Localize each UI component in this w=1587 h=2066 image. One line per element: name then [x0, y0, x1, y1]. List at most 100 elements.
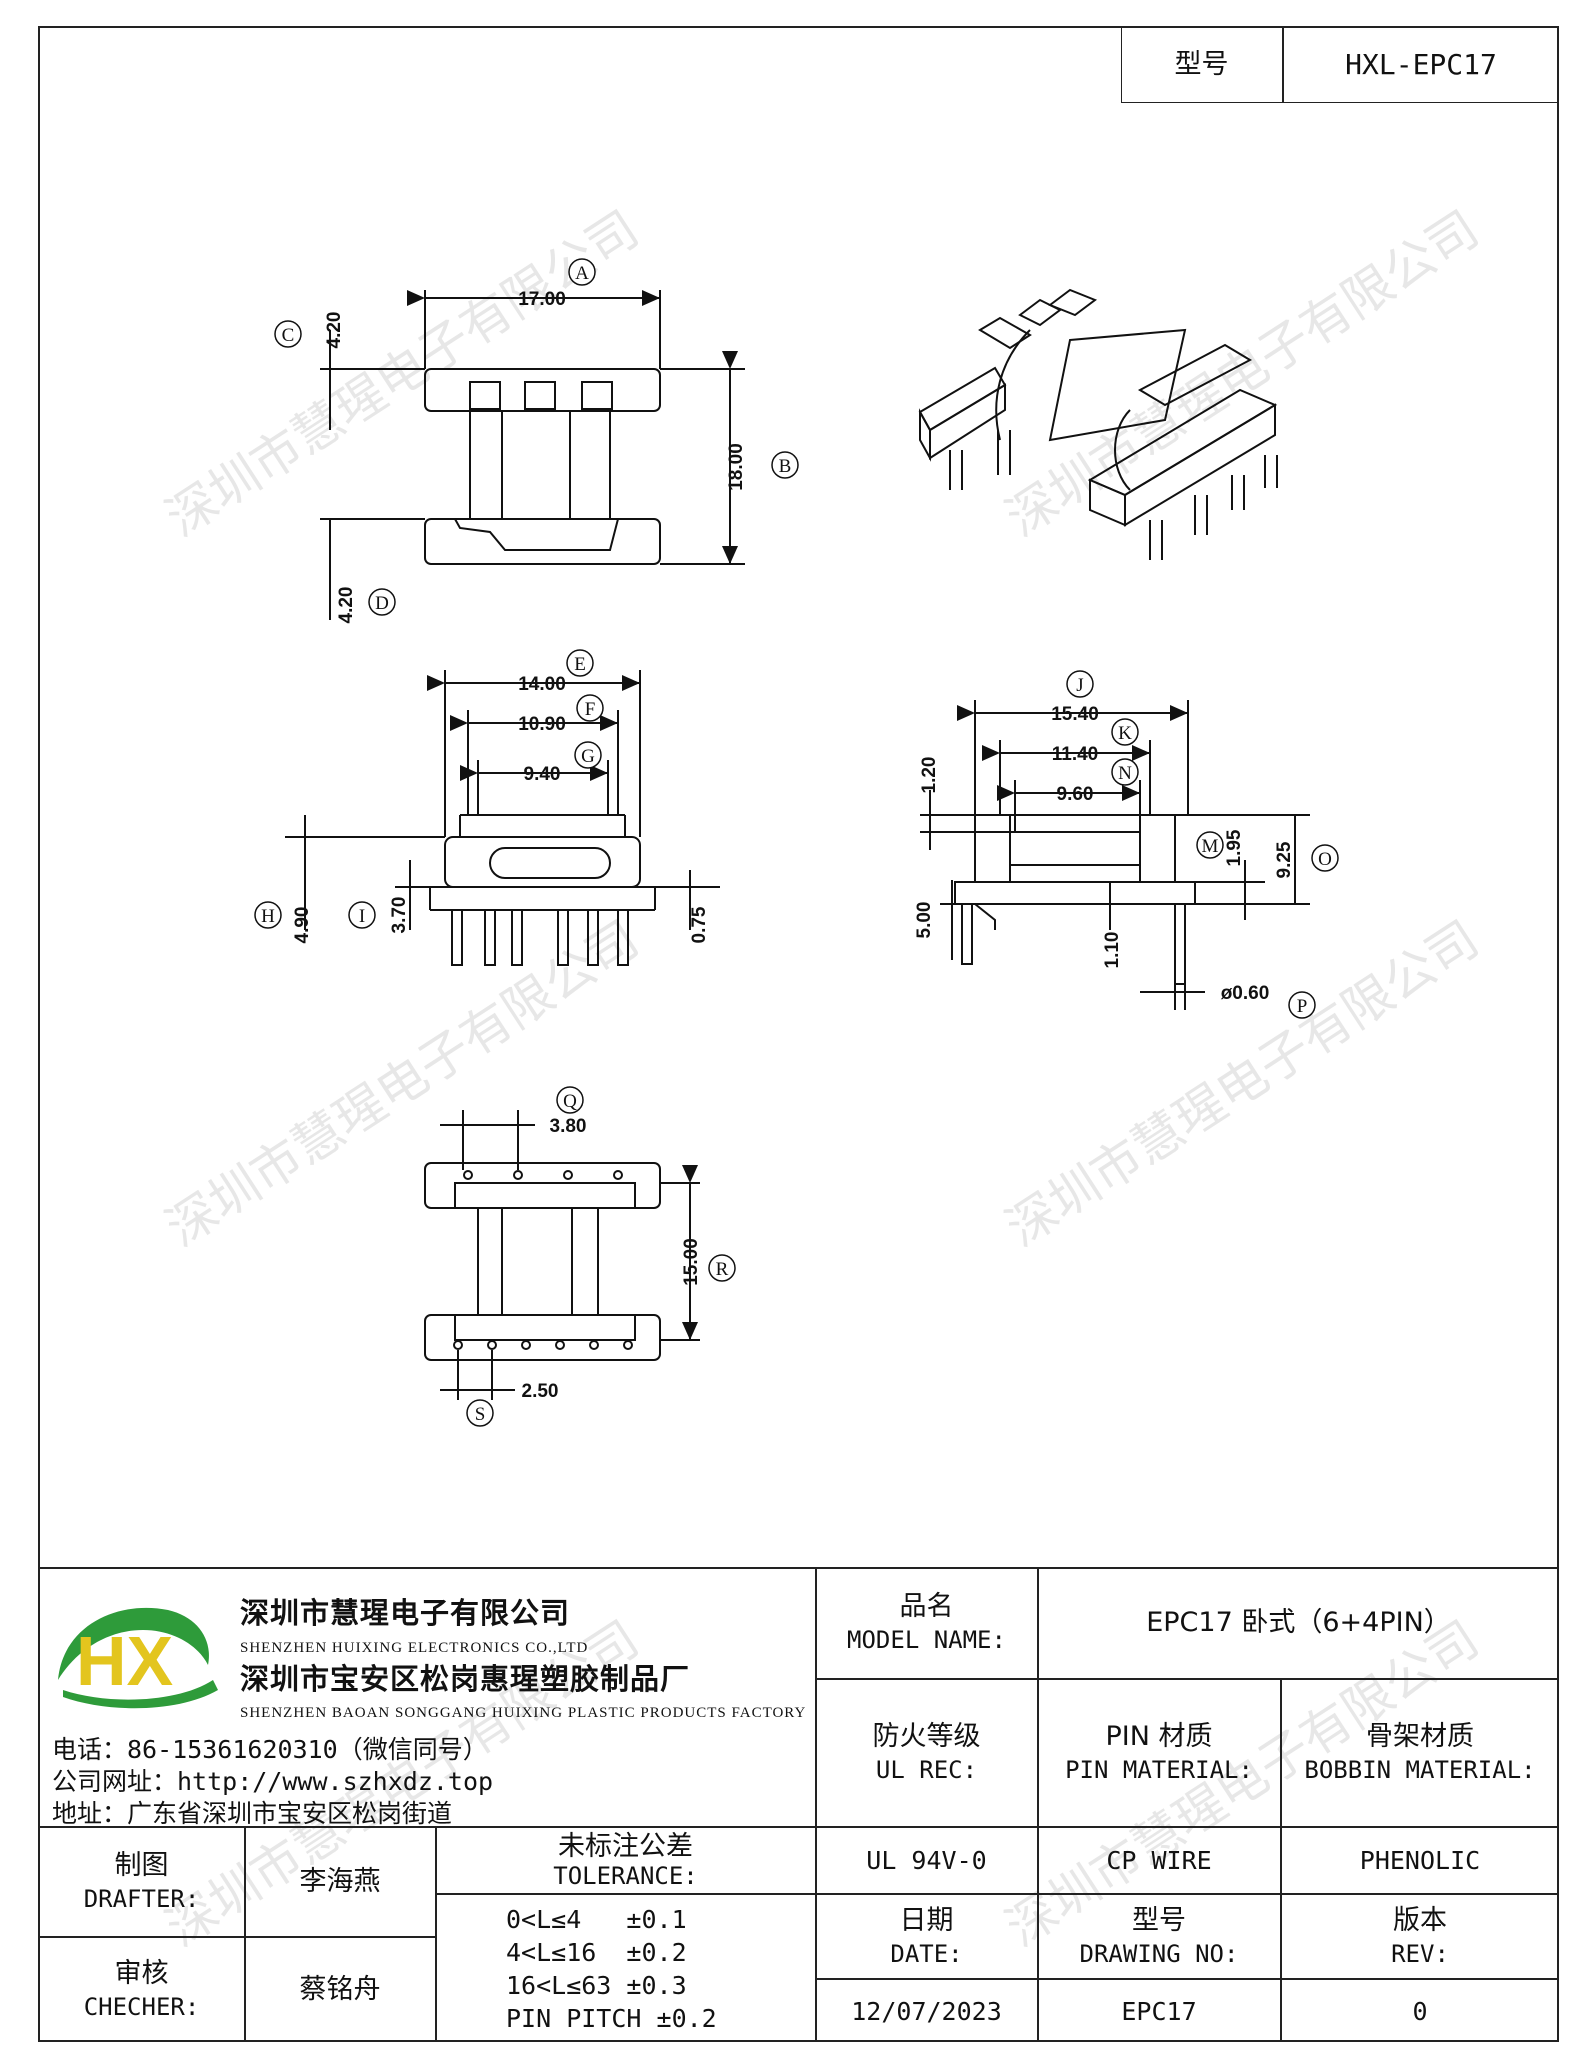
tolerance-line: 16<L≤63 ±0.3: [506, 1970, 687, 2000]
dim-value-j: 15.40: [1051, 704, 1099, 725]
checker-zh: 审核: [114, 1957, 169, 1989]
drawing-no-value: EPC17: [1121, 1996, 1197, 2026]
checker-label: 审核 CHECHER:: [39, 1937, 244, 2042]
dim-label-n: N: [1118, 763, 1132, 784]
checker-value: 蔡铭舟: [299, 1973, 381, 2005]
dim-value-c: 4.20: [324, 312, 345, 349]
dim-value-m: 1.95: [1224, 829, 1245, 866]
tolerance-line: PIN PITCH ±0.2: [506, 2003, 717, 2033]
rev-label: 版本 REV:: [1281, 1895, 1559, 1978]
ul-rec-label: 防火等级 UL REC:: [816, 1679, 1037, 1826]
bobbin-material-zh: 骨架材质: [1366, 1720, 1474, 1752]
rev-value: 0: [1412, 1996, 1428, 2026]
dim-value-side-step: 1.10: [1102, 932, 1123, 969]
date-en: DATE:: [890, 1939, 963, 1968]
dim-value-r: 15.00: [681, 1238, 702, 1286]
dim-label-h: H: [261, 906, 275, 927]
rev-en: REV:: [1391, 1939, 1449, 1968]
ul-rec-zh: 防火等级: [872, 1720, 981, 1752]
dim-value-g: 9.40: [524, 764, 561, 785]
technical-drawing: A B C D E F G H I J K N M O P Q R S 17.0…: [254, 258, 1339, 1427]
bottom-view: [424, 1110, 700, 1400]
dim-label-f: F: [585, 699, 596, 720]
dim-label-r: R: [716, 1259, 729, 1280]
dim-value-p: ø0.60: [1221, 983, 1270, 1004]
model-name-zh: 品名: [899, 1591, 954, 1622]
dim-value-o: 9.25: [1274, 841, 1295, 878]
dim-label-p: P: [1297, 996, 1308, 1017]
type-box: [1121, 26, 1559, 103]
model-name-value: EPC17 卧式（6+4PIN）: [1146, 1607, 1451, 1638]
dim-label-k: K: [1118, 723, 1132, 744]
company-address: 地址：广东省深圳市宝安区松岗街道: [52, 1799, 453, 1828]
model-name-label: 品名 MODEL NAME:: [816, 1568, 1037, 1678]
dim-label-j: J: [1076, 675, 1083, 696]
drawing-no-zh: 型号: [1132, 1904, 1186, 1936]
tolerance-list: 0<L≤4 ±0.1 4<L≤16 ±0.2 16<L≤63 ±0.3 PIN …: [436, 1895, 815, 2042]
dim-value-side-height: 5.00: [914, 902, 935, 939]
dim-value-l: 1.20: [919, 757, 940, 794]
pin-material-label: PIN 材质 PIN MATERIAL:: [1038, 1679, 1280, 1826]
dim-label-s: S: [475, 1404, 486, 1425]
company-name-zh-2: 深圳市宝安区松岗惠瑆塑胶制品厂: [240, 1662, 691, 1696]
company-name-en-2: SHENZHEN BAOAN SONGGANG HUIXING PLASTIC …: [240, 1705, 807, 1721]
dim-value-i: 3.70: [389, 897, 410, 934]
tolerance-label: 未标注公差 TOLERANCE:: [436, 1828, 815, 1893]
dim-value-s: 2.50: [522, 1381, 559, 1402]
dim-label-c: C: [282, 325, 295, 346]
pin-material-en: PIN MATERIAL:: [1065, 1755, 1253, 1784]
dim-label-d: D: [375, 593, 389, 614]
bobbin-material-en: BOBBIN MATERIAL:: [1304, 1755, 1536, 1784]
tolerance-line: 4<L≤16 ±0.2: [506, 1937, 687, 1967]
dim-value-f: 10.90: [518, 714, 566, 735]
drawing-frame: [38, 26, 1559, 2042]
dim-value-q: 3.80: [550, 1116, 587, 1137]
dim-value-a: 17.00: [518, 289, 566, 310]
type-label: 型号: [1174, 48, 1229, 80]
tolerance-zh: 未标注公差: [558, 1830, 693, 1862]
dim-value-k: 11.40: [1052, 744, 1099, 765]
tolerance-line: 0<L≤4 ±0.1: [506, 1904, 687, 1934]
drafter-en: DRAFTER:: [83, 1885, 200, 1913]
dim-label-q: Q: [563, 1091, 577, 1112]
top-view: [320, 290, 745, 620]
side-view: [920, 700, 1310, 1010]
front-view: [285, 670, 720, 966]
drawing-no-en: DRAWING NO:: [1079, 1939, 1239, 1968]
company-phone: 电话：86-15361620310（微信同号）: [52, 1735, 488, 1764]
dim-label-i: I: [359, 906, 365, 927]
date-zh: 日期: [899, 1904, 954, 1936]
checker-en: CHECHER:: [83, 1992, 200, 2021]
bobbin-material-label: 骨架材质 BOBBIN MATERIAL:: [1281, 1679, 1559, 1826]
dim-value-pin: 0.75: [689, 906, 710, 943]
isometric-view: [918, 288, 1278, 560]
drafter-value: 李海燕: [299, 1866, 381, 1897]
company-logo: HX: [58, 1607, 218, 1709]
dim-label-g: G: [581, 746, 595, 767]
company-name-en-1: SHENZHEN HUIXING ELECTRONICS CO.,LTD: [240, 1640, 589, 1656]
tolerance-en: TOLERANCE:: [553, 1861, 698, 1890]
dim-value-n: 9.60: [1057, 784, 1094, 805]
dim-value-b: 18.00: [726, 443, 747, 491]
pin-material-value: CP WIRE: [1106, 1846, 1212, 1875]
drafter-label: 制图 DRAFTER:: [39, 1828, 244, 1936]
model-name-en: MODEL NAME:: [847, 1626, 1006, 1654]
dim-value-h: 4.90: [292, 907, 313, 944]
ul-value: UL 94V-0: [866, 1846, 987, 1875]
ul-rec-en: UL REC:: [875, 1755, 978, 1784]
company-website: 公司网址：http://www.szhxdz.top: [52, 1767, 494, 1796]
drafter-zh: 制图: [114, 1850, 169, 1881]
dim-label-a: A: [575, 263, 589, 284]
dim-label-e: E: [574, 654, 586, 675]
company-name-zh-1: 深圳市慧瑆电子有限公司: [240, 1596, 571, 1630]
rev-zh: 版本: [1393, 1904, 1447, 1936]
drawing-no-label: 型号 DRAWING NO:: [1038, 1895, 1280, 1978]
bobbin-material-value: PHENOLIC: [1359, 1846, 1481, 1875]
pin-material-zh: PIN 材质: [1105, 1720, 1213, 1752]
dim-label-o: O: [1318, 849, 1332, 870]
date-value: 12/07/2023: [851, 1996, 1002, 2026]
type-value: HXL-EPC17: [1345, 48, 1497, 81]
dim-value-d: 4.20: [336, 587, 357, 624]
dim-label-m: M: [1202, 836, 1219, 857]
logo-text: HX: [76, 1622, 174, 1700]
